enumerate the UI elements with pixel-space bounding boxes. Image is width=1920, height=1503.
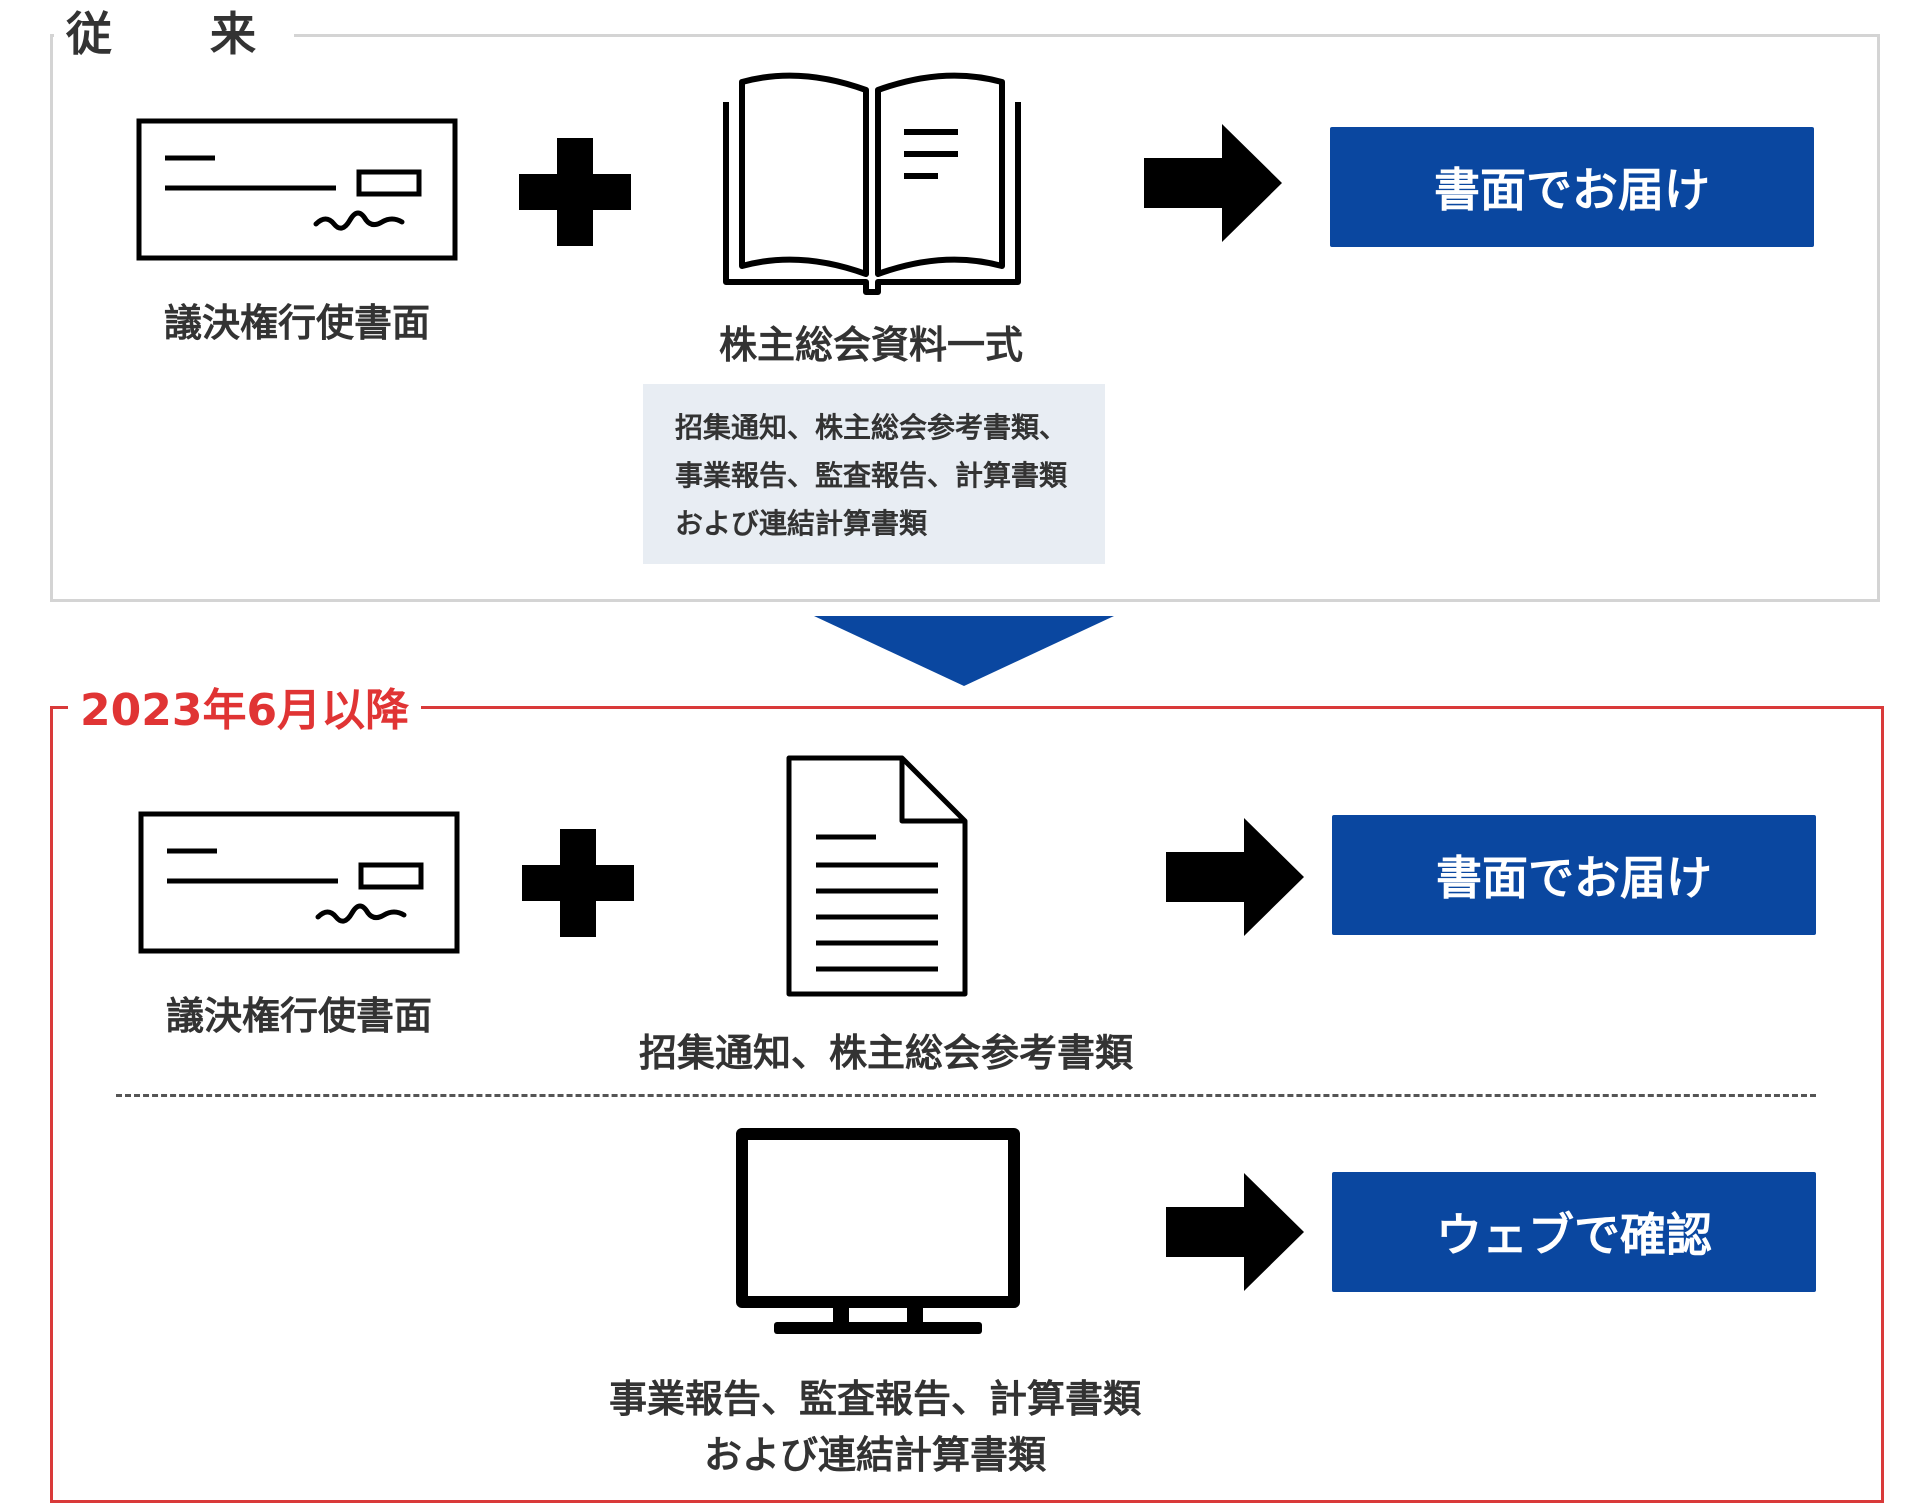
ballot-card-icon <box>138 811 460 954</box>
materials-note-box: 招集通知、株主総会参考書類、 事業報告、監査報告、計算書類 および連結計算書類 <box>643 384 1105 564</box>
materials-note-line: および連結計算書類 <box>675 507 928 540</box>
right-arrow-icon <box>1166 818 1304 936</box>
materials-note-line: 招集通知、株主総会参考書類、 <box>675 411 1068 444</box>
down-chevron-icon <box>814 616 1114 686</box>
monitor-icon <box>736 1128 1020 1334</box>
open-book-icon <box>723 72 1021 295</box>
paper-docs-label: 招集通知、株主総会参考書類 <box>638 1031 1133 1075</box>
paper-delivery-badge: 書面でお届け <box>1332 815 1816 935</box>
before-panel <box>50 34 1880 602</box>
before-ballot-label: 議決権行使書面 <box>163 301 430 345</box>
web-docs-label-line-1: 事業報告、監査報告、計算書類 <box>608 1377 1141 1421</box>
materials-note-line: 事業報告、監査報告、計算書類 <box>675 459 1068 492</box>
right-arrow-icon <box>1166 1173 1304 1291</box>
ballot-card-icon <box>136 118 458 261</box>
after-heading: 2023年6月以降 <box>68 680 422 742</box>
before-materials-label: 株主総会資料一式 <box>718 323 1023 367</box>
section-divider <box>116 1094 1816 1097</box>
plus-icon <box>522 829 634 937</box>
before-heading: 従 来 <box>54 0 294 68</box>
web-docs-label-line-2: および連結計算書類 <box>703 1433 1046 1477</box>
web-confirm-badge: ウェブで確認 <box>1332 1172 1816 1292</box>
after-ballot-label: 議決権行使書面 <box>165 994 432 1038</box>
plus-icon <box>519 138 631 246</box>
right-arrow-icon <box>1144 124 1282 242</box>
paper-delivery-badge: 書面でお届け <box>1330 127 1814 247</box>
document-icon <box>786 755 968 997</box>
